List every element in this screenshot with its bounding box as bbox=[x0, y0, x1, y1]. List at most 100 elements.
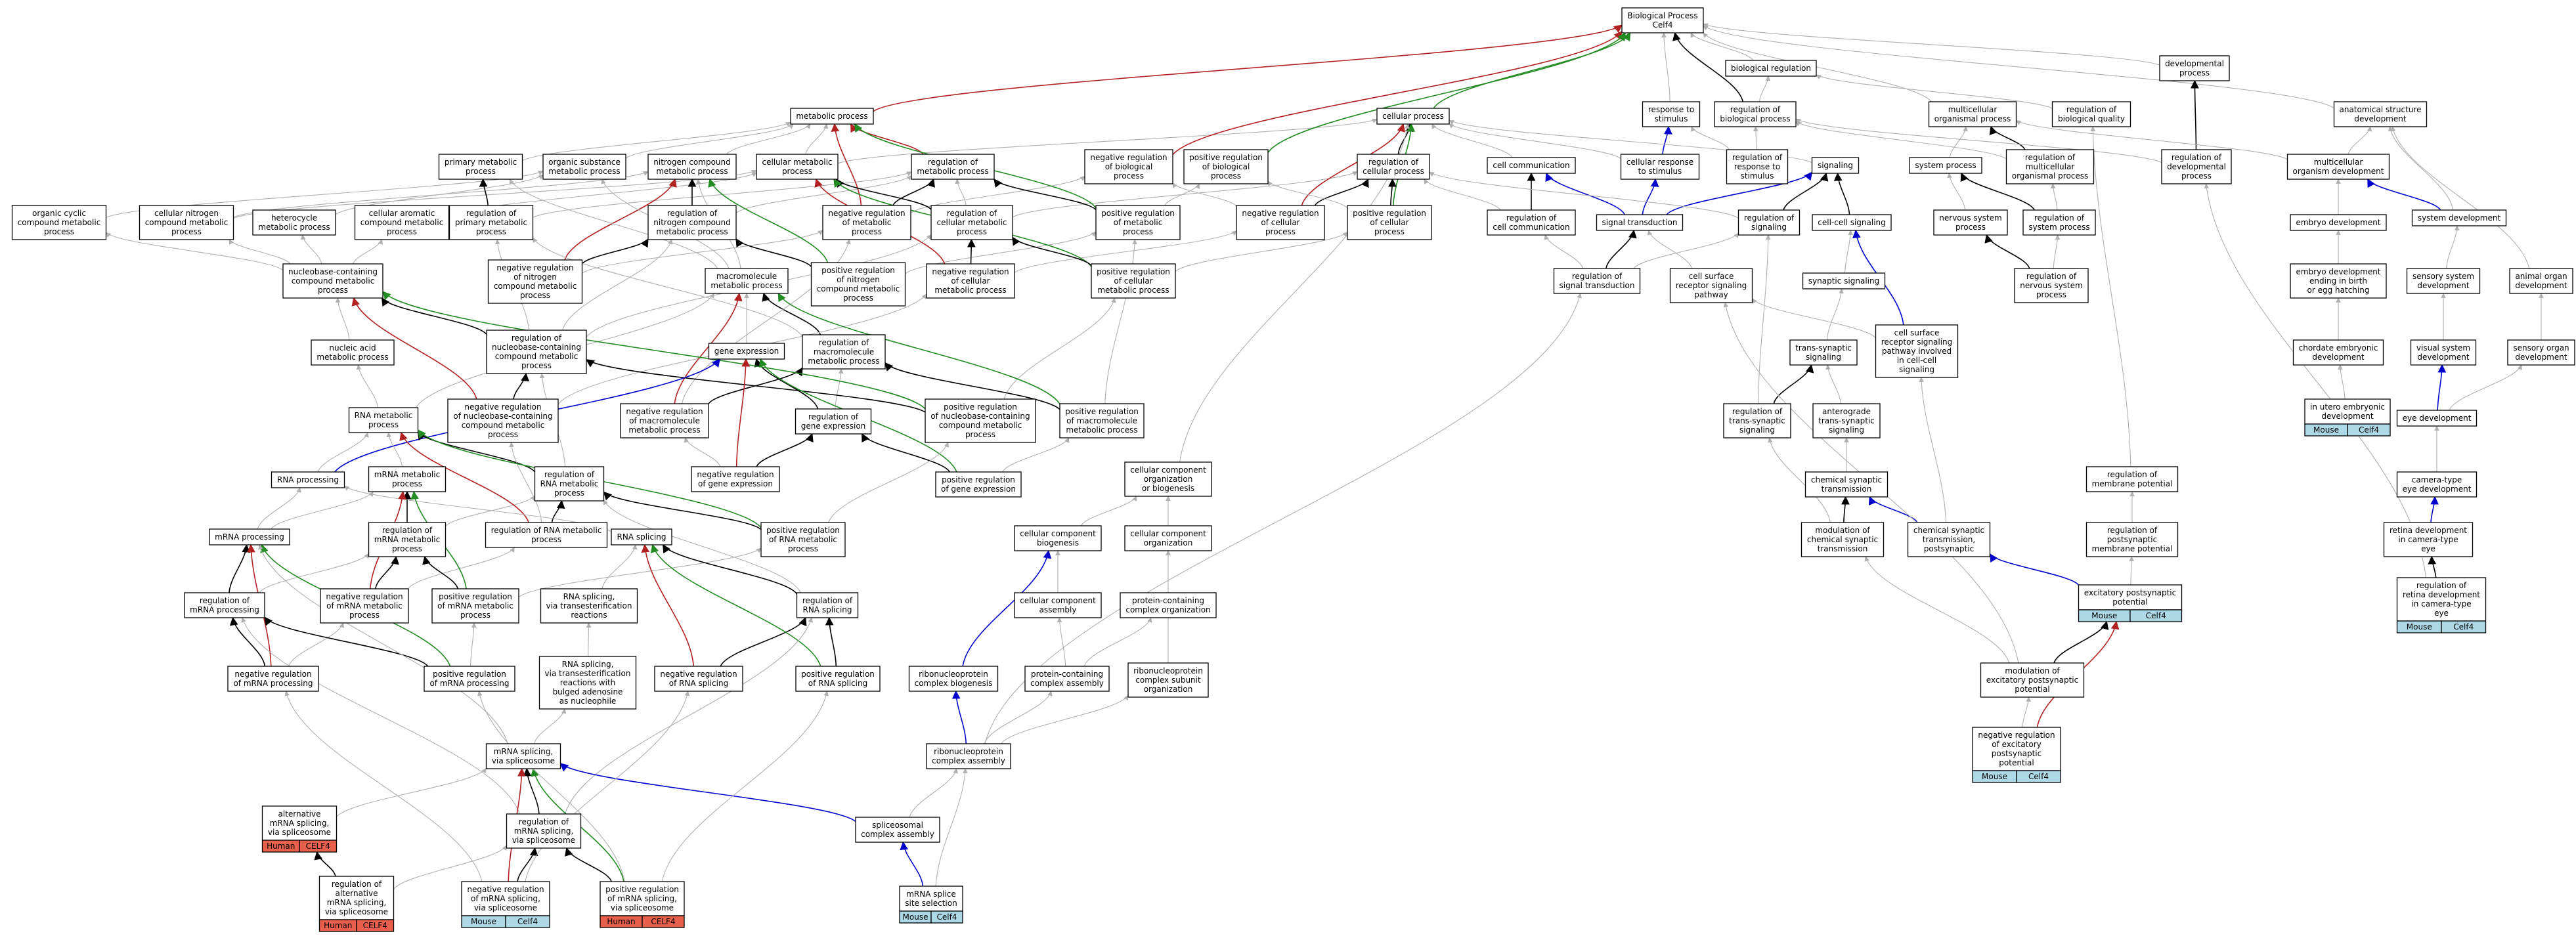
go-term-node-mrna-splicing[interactable]: mRNA splicing,via spliceosome bbox=[485, 743, 561, 769]
go-term-node-embryo-dev[interactable]: embryo development bbox=[2290, 214, 2387, 231]
go-term-node-signal-trans[interactable]: signal transduction bbox=[1596, 214, 1684, 231]
go-term-node-synaptic-sig[interactable]: synaptic signaling bbox=[1802, 272, 1886, 289]
go-term-node-rna-splicing-bulged[interactable]: RNA splicing,via transesterificationreac… bbox=[538, 656, 637, 710]
go-term-node-eye-dev[interactable]: eye development bbox=[2396, 410, 2478, 427]
go-term-node-rna-splicing-trans[interactable]: RNA splicing,via transesterificationreac… bbox=[540, 588, 638, 624]
go-term-node-metabolic[interactable]: metabolic process bbox=[790, 108, 874, 125]
go-term-node-system-dev[interactable]: system development bbox=[2411, 209, 2507, 226]
go-term-node-bio-reg[interactable]: biological regulation bbox=[1725, 60, 1817, 77]
go-term-node-gene-expr[interactable]: gene expression bbox=[708, 343, 785, 360]
go-term-node-rna-processing[interactable]: RNA processing bbox=[271, 471, 345, 488]
go-term-node-cell-cell-sig[interactable]: cell-cell signaling bbox=[1812, 214, 1892, 231]
go-term-node-reg-nucleobase[interactable]: regulation ofnucleobase-containingcompou… bbox=[486, 330, 587, 374]
go-term-node-chem-syn-post[interactable]: chemical synaptictransmission,postsynapt… bbox=[1907, 522, 1991, 557]
go-term-node-cell-comm[interactable]: cell communication bbox=[1487, 157, 1576, 174]
go-term-node-system-process[interactable]: system process bbox=[1909, 157, 1982, 174]
go-term-node-rna-splicing[interactable]: RNA splicing bbox=[611, 528, 672, 545]
